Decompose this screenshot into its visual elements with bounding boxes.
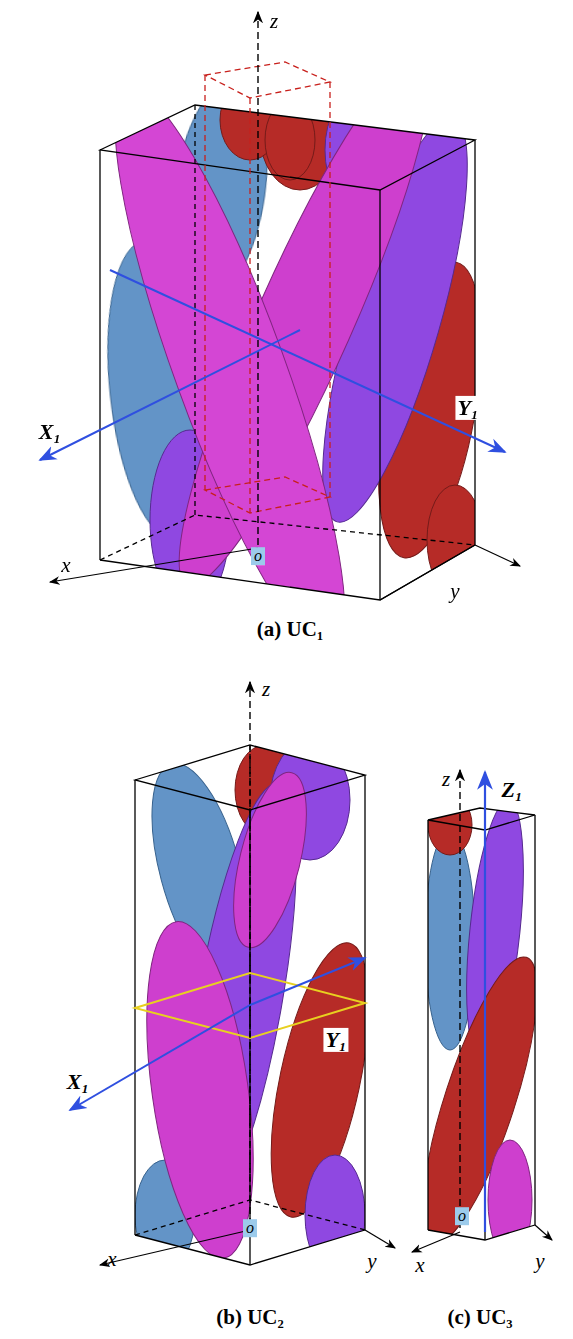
axis-label: z (268, 10, 280, 33)
axis-label: x (413, 1254, 426, 1277)
axis-label: y (448, 580, 461, 603)
axis-label: z (440, 768, 452, 791)
origin-label: o (251, 547, 265, 565)
axis-label: X₁ (37, 420, 63, 444)
axis-label: X₁ (65, 1070, 91, 1094)
axis-label: Y₁ (455, 396, 480, 420)
axis-label: z (260, 678, 272, 701)
axis-label: x (59, 554, 72, 577)
origin-label: o (243, 1219, 257, 1237)
axis-label: y (365, 1250, 378, 1273)
caption-label: (c) UC₃ (445, 1306, 514, 1329)
axis-label: Y₁ (323, 1028, 348, 1052)
caption-label: (a) UC₁ (255, 618, 325, 641)
axis-label: x (105, 1248, 118, 1271)
caption-label: (b) UC₂ (214, 1306, 286, 1329)
axis-label: Z₁ (499, 778, 524, 802)
origin-label: o (455, 1207, 469, 1225)
axis-label: y (533, 1250, 546, 1273)
